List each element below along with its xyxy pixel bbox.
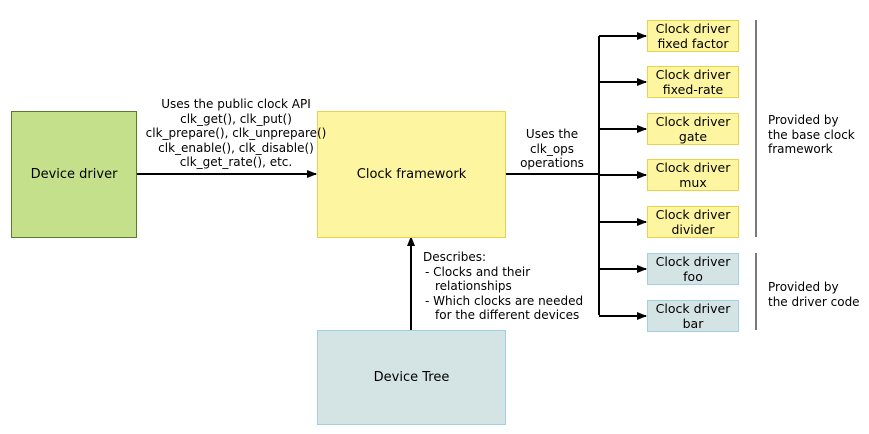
clock-driver-title: Clock driver [655, 254, 731, 269]
clock-driver-title: Clock driver [655, 67, 731, 82]
clock-driver-name: mux [679, 175, 707, 190]
custom-group-line: Provided by [768, 280, 839, 294]
clock-driver-title: Clock driver [655, 160, 731, 175]
base-group-bracket [755, 20, 757, 237]
api-label-title: Uses the public clock API [161, 97, 311, 111]
describes-item: - Which clocks are needed [425, 293, 584, 308]
ops-label: Uses the clk_ops operations [512, 127, 592, 171]
clock-driver-title: Clock driver [655, 21, 731, 36]
custom-group-line: the driver code [768, 294, 860, 309]
clock-framework-label: Clock framework [356, 167, 467, 182]
clock-driver-title: Clock driver [655, 301, 731, 316]
device-driver-label: Device driver [30, 167, 118, 182]
api-label-line: clk_prepare(), clk_unprepare() [145, 126, 327, 140]
clock-driver-title: Clock driver [655, 207, 731, 222]
base-group-label: Provided by the base clock framework [768, 113, 868, 157]
clock-driver-name: fixed factor [657, 36, 729, 51]
ops-label-line: operations [520, 156, 584, 170]
clock-driver-name: bar [682, 316, 704, 331]
clock-framework-box: Clock framework [317, 111, 506, 238]
api-label-line: clk_get_rate(), etc. [179, 155, 293, 169]
describes-label: Describes: - Clocks and their relationsh… [423, 250, 603, 323]
api-label-line: clk_get(), clk_put() [180, 111, 292, 126]
describes-title: Describes: [423, 250, 487, 264]
clock-driver-name: fixed-rate [662, 82, 724, 97]
custom-group-bracket [755, 253, 757, 330]
describes-item: - Clocks and their [425, 264, 531, 279]
api-label: Uses the public clock API clk_get(), clk… [136, 97, 336, 170]
base-group-line: the base clock [768, 127, 855, 142]
api-label-line: clk_enable(), clk_disable() [158, 140, 314, 155]
custom-group-label: Provided by the driver code [768, 280, 868, 309]
base-group-line: Provided by [768, 113, 839, 127]
ops-label-line: Uses the [525, 127, 579, 141]
clock-driver-name: foo [683, 269, 703, 284]
device-tree-label: Device Tree [373, 370, 450, 385]
device-tree-box: Device Tree [317, 330, 506, 425]
clock-driver-title: Clock driver [655, 114, 731, 129]
device-driver-box: Device driver [11, 111, 137, 238]
base-group-line: framework [768, 142, 833, 156]
describes-item-cont: relationships [435, 279, 512, 293]
describes-item-cont: for the different devices [435, 308, 580, 322]
ops-label-line: clk_ops [529, 141, 575, 156]
clock-driver-name: divider [671, 222, 715, 237]
driver-arrows [599, 32, 647, 320]
clock-driver-name: gate [678, 129, 708, 144]
